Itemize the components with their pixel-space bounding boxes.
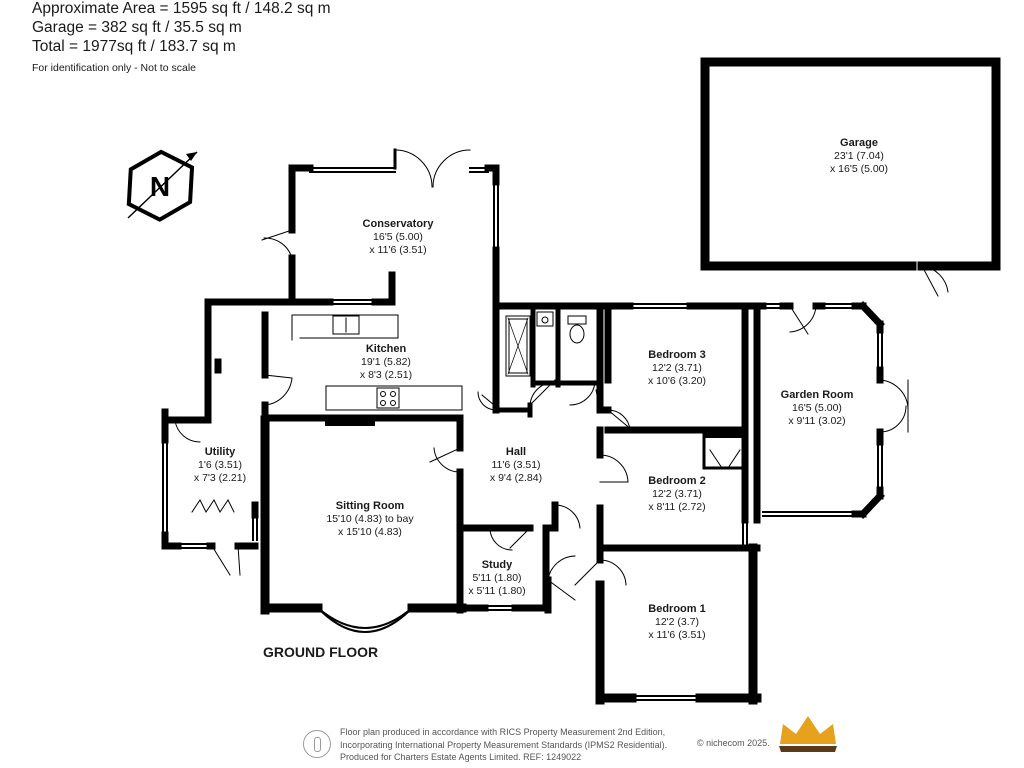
room-label-garage: Garage 23'1 (7.04) x 16'5 (5.00)	[830, 137, 888, 176]
room-dim: 12'2 (3.7)	[654, 616, 700, 628]
approx-area-text: Approximate Area = 1595 sq ft / 148.2 sq…	[32, 0, 331, 17]
room-dim: x 8'11 (2.72)	[648, 501, 706, 513]
room-name: Sitting Room	[335, 500, 405, 512]
bathroom-walls	[496, 302, 612, 414]
total-area-text: Total = 1977sq ft / 183.7 sq m	[32, 38, 236, 55]
room-dim: x 11'6 (3.51)	[648, 629, 706, 641]
room-dim: 15'10 (4.83) to bay	[326, 513, 414, 525]
room-dim: x 11'6 (3.51)	[369, 244, 427, 256]
room-name: Bedroom 1	[648, 603, 706, 615]
garage-area-text: Garage = 382 sq ft / 35.5 sq m	[32, 19, 242, 36]
room-name: Kitchen	[365, 343, 407, 355]
bedroom2-walls	[596, 424, 761, 554]
room-dim: 19'1 (5.82)	[361, 356, 411, 368]
room-label-bedroom-1: Bedroom 1 12'2 (3.7) x 11'6 (3.51)	[648, 603, 705, 642]
conservatory-walls	[204, 148, 500, 394]
room-dim: x 9'4 (2.84)	[489, 472, 543, 484]
room-name: Garage	[840, 137, 878, 149]
room-label-hall: Hall 11'6 (3.51) x 9'4 (2.84)	[490, 446, 542, 485]
utility-walls	[161, 408, 259, 576]
room-label-study: Study 5'11 (1.80) x 5'11 (1.80)	[468, 559, 525, 598]
room-label-utility: Utility 1'6 (3.51) x 7'3 (2.21)	[194, 446, 246, 485]
room-dim: x 5'11 (1.80)	[468, 585, 526, 597]
room-dim: 11'6 (3.51)	[491, 459, 541, 471]
room-name: Bedroom 2	[648, 475, 706, 487]
room-label-sitting-room: Sitting Room 15'10 (4.83) to bay x 15'10…	[326, 500, 413, 539]
room-label-bedroom-2: Bedroom 2 12'2 (3.71) x 8'11 (2.72)	[648, 475, 705, 514]
north-arrow-icon: N	[126, 149, 198, 222]
room-dim: x 8'3 (2.51)	[359, 369, 413, 381]
room-dim: 23'1 (7.04)	[834, 150, 884, 162]
room-name: Hall	[505, 446, 527, 458]
footer-line: Incorporating International Property Mea…	[340, 739, 668, 750]
room-dim: 1'6 (3.51)	[197, 459, 243, 471]
disclaimer-text: For identification only - Not to scale	[32, 62, 196, 74]
room-dim: 16'5 (5.00)	[792, 402, 842, 414]
room-name: Utility	[204, 446, 236, 458]
room-label-bedroom-3: Bedroom 3 12'2 (3.71) x 10'6 (3.20)	[648, 349, 706, 388]
room-name: Conservatory	[362, 218, 434, 230]
room-label-kitchen: Kitchen 19'1 (5.82) x 8'3 (2.51)	[360, 343, 412, 382]
room-label-garden-room: Garden Room 16'5 (5.00) x 9'11 (3.02)	[781, 389, 854, 428]
room-label-conservatory: Conservatory 16'5 (5.00) x 11'6 (3.51)	[363, 218, 434, 257]
room-name: Garden Room	[780, 389, 854, 401]
footer-line: Produced for Charters Estate Agents Limi…	[340, 752, 582, 762]
room-dim: 16'5 (5.00)	[373, 231, 423, 243]
info-figure-icon	[303, 730, 331, 758]
hall-walls	[456, 379, 596, 614]
room-dim: 5'11 (1.80)	[472, 572, 522, 584]
footer-text: Floor plan produced in accordance with R…	[340, 726, 667, 764]
room-dim: 12'2 (3.71)	[652, 362, 702, 374]
room-dim: 12'2 (3.71)	[652, 488, 702, 500]
garage-walls	[700, 57, 1001, 297]
crown-logo	[779, 716, 837, 752]
sitting-room-walls	[260, 414, 467, 633]
room-dim: x 7'3 (2.21)	[193, 472, 247, 484]
bedroom1-walls	[574, 543, 762, 705]
garden-room-walls	[753, 301, 909, 524]
bedroom3-walls	[595, 302, 761, 434]
room-name: Study	[481, 559, 513, 571]
room-name: Bedroom 3	[648, 349, 706, 361]
room-dim: x 15'10 (4.83)	[338, 526, 402, 538]
floor-label: GROUND FLOOR	[263, 644, 379, 660]
kitchen-walls	[161, 298, 464, 426]
room-dim: x 16'5 (5.00)	[829, 163, 889, 175]
copyright-text: © nichecom 2025.	[697, 738, 770, 748]
compass-letter: N	[150, 171, 170, 202]
room-dim: x 9'11 (3.02)	[788, 415, 846, 427]
room-dim: x 10'6 (3.20)	[647, 375, 707, 387]
footer-line: Floor plan produced in accordance with R…	[340, 727, 666, 737]
